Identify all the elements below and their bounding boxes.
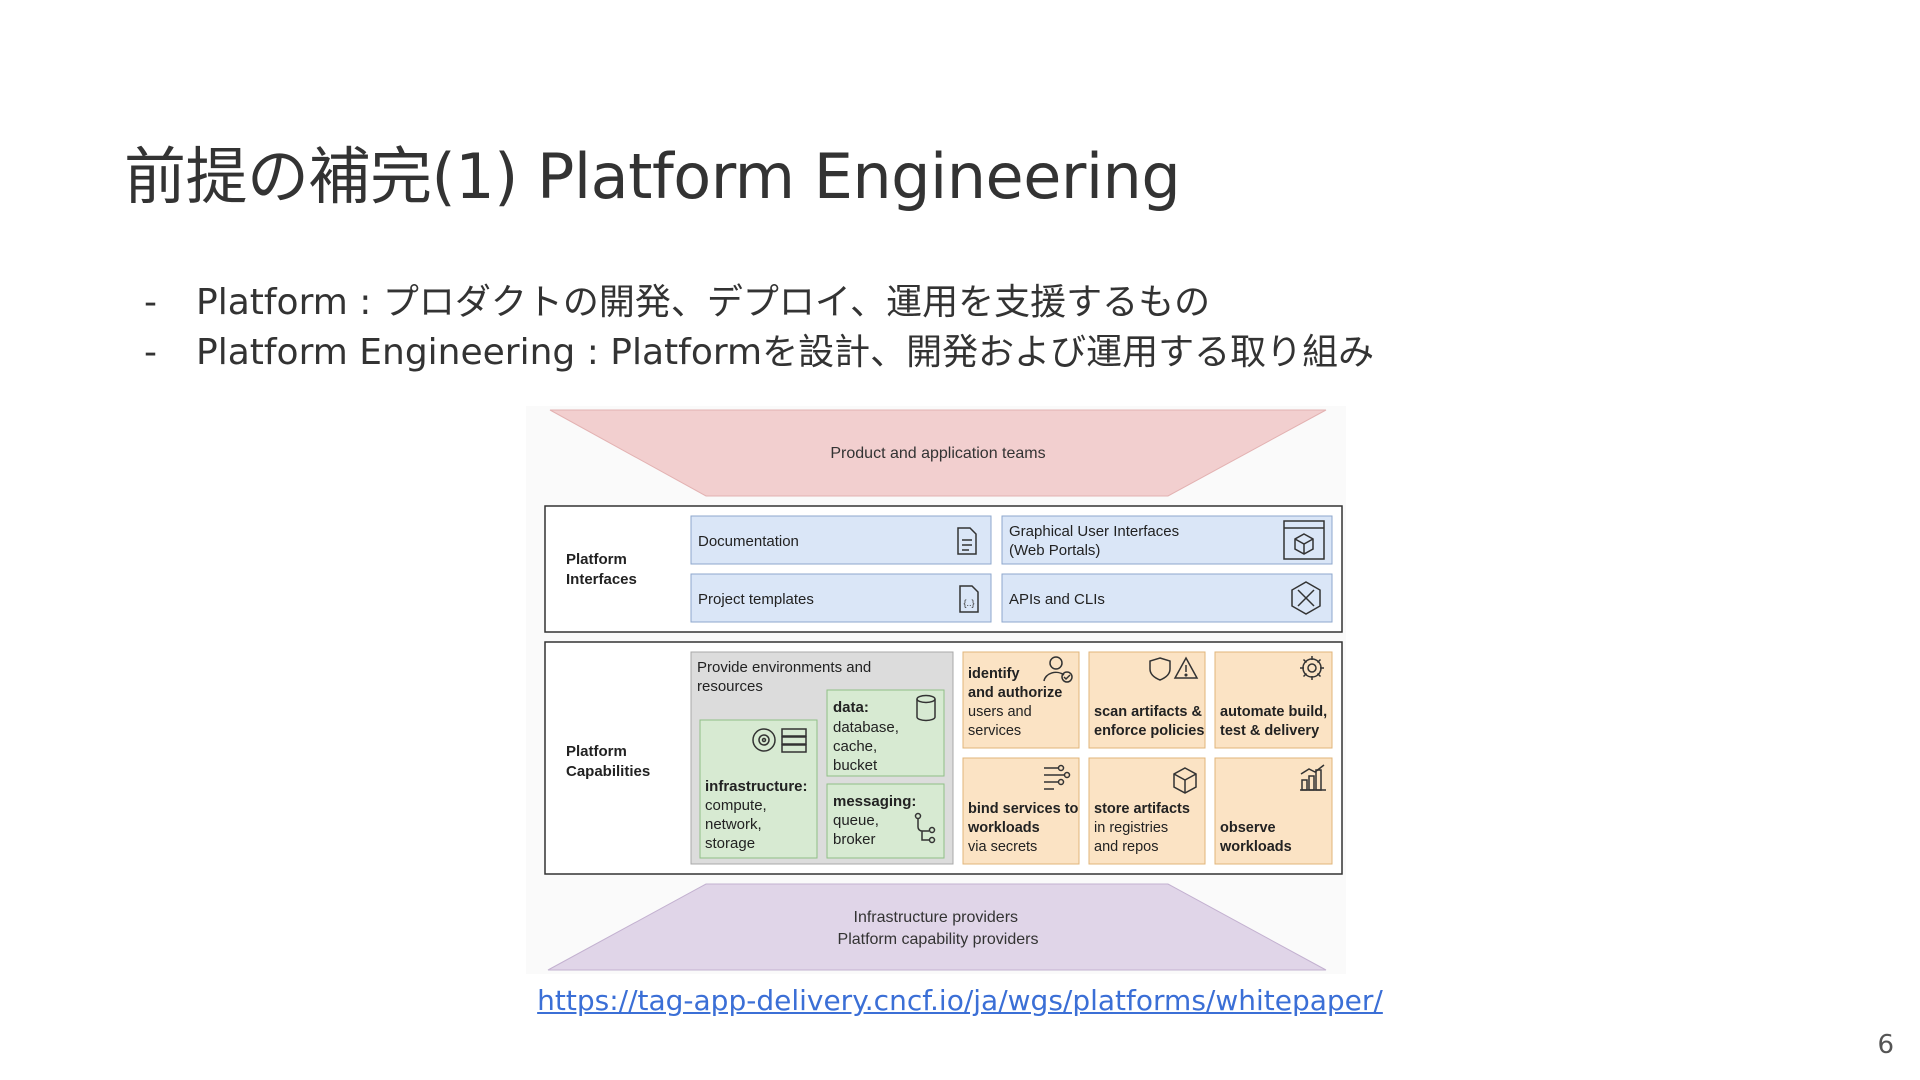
- top-band: [549, 409, 1327, 497]
- store-box: [1088, 757, 1206, 865]
- identify-text: identify and authorize users and service…: [968, 666, 1066, 739]
- store-text: store artifacts in registries and repos: [1094, 801, 1194, 855]
- web-portal-icon: [1283, 520, 1325, 560]
- messaging-text: messaging: queue, broker: [833, 793, 921, 848]
- project-templates-box: [690, 573, 992, 623]
- infrastructure-text: infrastructure: compute, network, storag…: [705, 778, 812, 852]
- gear-icon: [1300, 656, 1324, 680]
- bottom-band-label: Infrastructure providers Platform capabi…: [838, 909, 1039, 948]
- documentation-label: Documentation: [698, 533, 799, 550]
- data-text: data: database, cache, bucket: [833, 699, 903, 774]
- environments-label: Provide environments and resources: [697, 659, 875, 695]
- apis-clis-label: APIs and CLIs: [1009, 591, 1105, 608]
- infrastructure-box: [699, 719, 818, 859]
- bind-text: bind services to workloads via secrets: [967, 801, 1082, 855]
- svg-text:{..}: {..}: [963, 598, 974, 608]
- source-link[interactable]: https://tag-app-delivery.cncf.io/ja/wgs/…: [537, 984, 1383, 1017]
- bullet-dash: -: [144, 282, 157, 323]
- automate-text: automate build, test & delivery: [1220, 704, 1331, 739]
- bullet-text-platform: Platform : プロダクトの開発、デプロイ、運用を支援するもの: [196, 282, 1211, 323]
- code-template-icon: {..}: [959, 585, 979, 613]
- data-box: [826, 689, 945, 777]
- disk-server-icon: [752, 728, 807, 753]
- bottom-band: [547, 883, 1327, 971]
- database-cylinder-icon: [916, 694, 936, 722]
- documentation-box: [690, 515, 992, 565]
- project-templates-label: Project templates: [698, 591, 814, 608]
- user-check-icon: [1043, 656, 1073, 683]
- bar-chart-icon: [1300, 764, 1326, 791]
- observe-text: observe workloads: [1219, 820, 1292, 855]
- apis-clis-box: [1001, 573, 1333, 623]
- automate-box: [1214, 651, 1333, 749]
- bullet-item: -Platform Engineering : Platformを設計、開発およ…: [144, 328, 1374, 378]
- bullet-item: -Platform : プロダクトの開発、デプロイ、運用を支援するもの: [144, 278, 1374, 328]
- gui-label: Graphical User Interfaces (Web Portals): [1009, 523, 1183, 559]
- messaging-box: [826, 783, 945, 859]
- connections-icon: [1044, 764, 1071, 790]
- document-icon: [957, 527, 977, 555]
- capabilities-label: Platform Capabilities: [566, 743, 650, 780]
- platform-diagram: Product and application teams Platform I…: [526, 406, 1346, 974]
- bullet-list: -Platform : プロダクトの開発、デプロイ、運用を支援するもの -Pla…: [144, 278, 1374, 378]
- shield-warning-icon: [1149, 656, 1199, 681]
- scan-text: scan artifacts & enforce policies: [1094, 704, 1206, 739]
- bullet-text-platform-engineering: Platform Engineering : Platformを設計、開発および…: [196, 332, 1375, 373]
- interfaces-label: Platform Interfaces: [566, 551, 637, 588]
- page-number: 6: [1877, 1030, 1894, 1060]
- package-icon: [1173, 767, 1197, 794]
- slide-title: 前提の補完(1) Platform Engineering: [124, 140, 1181, 213]
- bullet-dash: -: [144, 332, 157, 373]
- gui-box: [1001, 515, 1333, 565]
- tools-hexagon-icon: [1291, 581, 1321, 615]
- branch-icon: [914, 812, 936, 844]
- top-band-label: Product and application teams: [830, 445, 1045, 462]
